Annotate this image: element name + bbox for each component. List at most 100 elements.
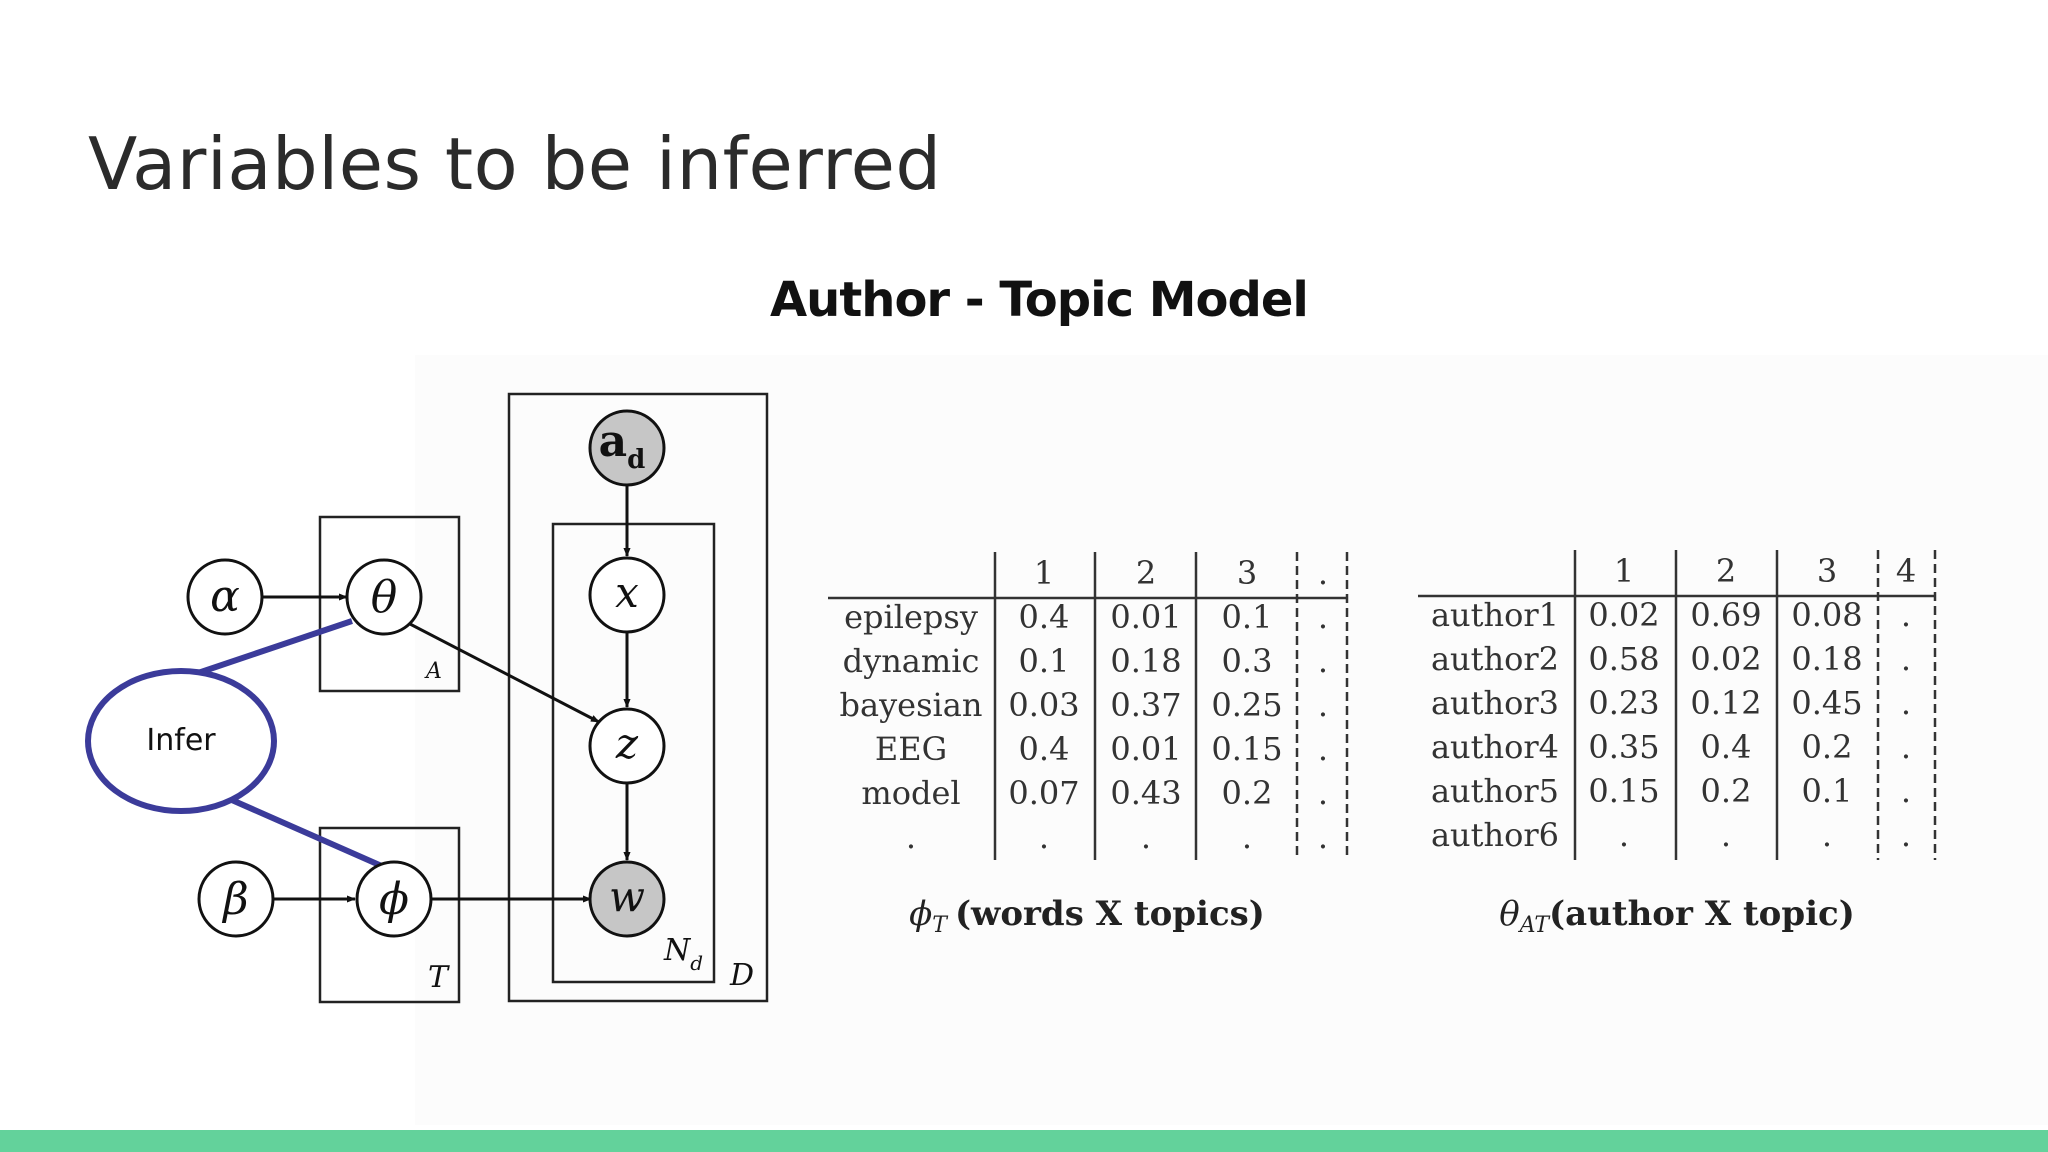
node-a-label: ad bbox=[599, 416, 646, 475]
table-cell: . bbox=[1901, 596, 1911, 634]
table-cell: 0.58 bbox=[1588, 640, 1659, 678]
table-cell: . bbox=[1318, 730, 1328, 768]
table-cell: 0.1 bbox=[1802, 772, 1853, 810]
plate-N bbox=[551, 522, 716, 984]
table-cell: 0.37 bbox=[1110, 686, 1181, 724]
node-theta-label: θ bbox=[371, 572, 398, 623]
table-cell: . bbox=[1318, 818, 1328, 856]
node-alpha: α bbox=[186, 558, 264, 636]
infer-label: Infer bbox=[146, 723, 216, 758]
table-cell: . bbox=[1318, 642, 1328, 680]
table-cell: 0.03 bbox=[1008, 686, 1079, 724]
table-cell: 0.1 bbox=[1019, 642, 1070, 680]
table-cell: 0.15 bbox=[1211, 730, 1282, 768]
table-row-label: bayesian bbox=[840, 686, 983, 724]
table-cell: 0.02 bbox=[1588, 596, 1659, 634]
theta-caption-subscript: AT bbox=[1518, 913, 1552, 938]
table-cell: 0.02 bbox=[1690, 640, 1761, 678]
phi-caption-subscript: T bbox=[932, 913, 949, 938]
plate-A-label: A bbox=[424, 659, 442, 684]
table-cell: . bbox=[1721, 816, 1731, 854]
table-row-label: author3 bbox=[1431, 684, 1559, 722]
table-cell: 0.01 bbox=[1110, 598, 1181, 636]
plate-N-subscript: d bbox=[690, 951, 703, 975]
table-cell: . bbox=[1039, 818, 1049, 856]
table-cell: 0.23 bbox=[1588, 684, 1659, 722]
node-z: z bbox=[588, 707, 666, 785]
table-cell: 0.2 bbox=[1222, 774, 1273, 812]
node-x: x bbox=[588, 556, 666, 634]
table-cell: 0.15 bbox=[1588, 772, 1659, 810]
plate-T bbox=[318, 826, 461, 1004]
table-cell: 0.25 bbox=[1211, 686, 1282, 724]
plate-D-label: D bbox=[729, 958, 754, 993]
table-row-label: author6 bbox=[1431, 816, 1559, 854]
table-row: author6.... bbox=[1431, 816, 1911, 854]
node-beta: β bbox=[197, 860, 275, 938]
table-cell: . bbox=[1901, 728, 1911, 766]
plate-D bbox=[507, 392, 769, 1003]
table-cell: 0.4 bbox=[1019, 730, 1070, 768]
table-row: author4 0.35 0.4 0.2. bbox=[1431, 728, 1911, 766]
node-beta-label: β bbox=[221, 874, 248, 925]
table-header-cell: 3 bbox=[1817, 552, 1837, 590]
node-phi: ϕ bbox=[355, 860, 433, 938]
table-cell: . bbox=[1318, 598, 1328, 636]
edge-theta-z bbox=[409, 622, 600, 724]
table-cell: 0.69 bbox=[1690, 596, 1761, 634]
table-cell: 0.35 bbox=[1588, 728, 1659, 766]
node-a-letter: a bbox=[599, 416, 628, 467]
phi-caption-symbol: ϕ bbox=[909, 894, 932, 934]
theta-caption-text: (author X topic) bbox=[1549, 894, 1855, 934]
table-cell: 0.2 bbox=[1802, 728, 1853, 766]
table-row-label: author4 bbox=[1431, 728, 1559, 766]
table-header-cell: . bbox=[1318, 554, 1328, 592]
infer-line-theta bbox=[197, 618, 353, 676]
table-cell: 0.4 bbox=[1701, 728, 1752, 766]
table-row: author5 0.15 0.2 0.1. bbox=[1431, 772, 1911, 810]
table-header-cell: 3 bbox=[1237, 554, 1257, 592]
table-header-cell: 1 bbox=[1034, 554, 1054, 592]
node-theta: θ bbox=[345, 558, 423, 636]
node-w-label: w bbox=[609, 872, 645, 921]
table-header-cell: 1 bbox=[1614, 552, 1634, 590]
table-header-cell: 2 bbox=[1716, 552, 1736, 590]
table-cell: 0.2 bbox=[1701, 772, 1752, 810]
phi-caption: ϕT(words X topics) bbox=[909, 894, 1265, 938]
table-cell: 0.45 bbox=[1791, 684, 1862, 722]
table-cell: 0.18 bbox=[1791, 640, 1862, 678]
infer-line-phi bbox=[223, 794, 386, 870]
table-row-label: dynamic bbox=[843, 642, 980, 680]
table-cell: . bbox=[1619, 816, 1629, 854]
node-x-label: x bbox=[615, 568, 639, 617]
table-header-cell: 2 bbox=[1136, 554, 1156, 592]
node-alpha-label: α bbox=[210, 571, 240, 622]
table-row-label: author5 bbox=[1431, 772, 1559, 810]
phi-caption-text: (words X topics) bbox=[955, 894, 1265, 934]
table-cell: 0.43 bbox=[1110, 774, 1181, 812]
plate-T-label: T bbox=[428, 960, 450, 995]
node-a-subscript: d bbox=[627, 445, 645, 475]
accent-bar bbox=[0, 1130, 2048, 1152]
table-cell: 0.1 bbox=[1222, 598, 1273, 636]
table-cell: . bbox=[1901, 816, 1911, 854]
table-cell: 0.01 bbox=[1110, 730, 1181, 768]
plate-N-letter: N bbox=[663, 933, 692, 968]
table-cell: . bbox=[1822, 816, 1832, 854]
table-row: ..... bbox=[906, 818, 1328, 856]
table-row-label: . bbox=[906, 818, 916, 856]
table-row-label: epilepsy bbox=[844, 598, 978, 636]
table-cell: . bbox=[1901, 772, 1911, 810]
table-row-label: author1 bbox=[1431, 596, 1559, 634]
node-a: ad bbox=[588, 409, 666, 487]
table-cell: . bbox=[1242, 818, 1252, 856]
